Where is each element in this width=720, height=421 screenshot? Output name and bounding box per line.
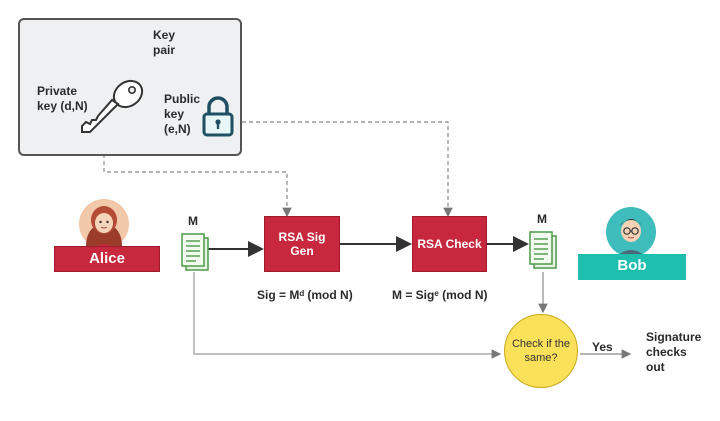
check-formula: M = Sigᵉ (mod N) [392, 288, 488, 302]
public-key-to-check-dashed [228, 121, 453, 218]
private-key-label: Private key (d,N) [37, 84, 88, 113]
private-key-to-siggen-dashed [103, 140, 292, 218]
message-label-right: M [537, 212, 547, 226]
rsa-check-box: RSA Check [412, 216, 487, 272]
message-document-icon-right [529, 231, 557, 269]
message-document-icon-left [181, 233, 209, 271]
lock-icon [202, 96, 234, 137]
bob-avatar [606, 207, 656, 257]
bob-label: Bob [578, 254, 686, 280]
rsa-sig-gen-box: RSA Sig Gen [264, 216, 340, 272]
public-key-label: Public key (e,N) [164, 92, 201, 136]
message-label-left: M [188, 214, 198, 228]
alice-avatar [79, 199, 129, 250]
original-message-to-decision-arrow [193, 272, 502, 359]
yes-label: Yes [592, 340, 613, 354]
outcome-label: Signature checks out [646, 330, 702, 374]
alice-label: Alice [54, 246, 160, 272]
key-icon [81, 79, 144, 133]
sig-gen-formula: Sig = Mᵈ (mod N) [257, 288, 353, 302]
decision-check-same: Check if the same? [504, 314, 578, 388]
key-pair-title: Key pair [153, 28, 176, 57]
